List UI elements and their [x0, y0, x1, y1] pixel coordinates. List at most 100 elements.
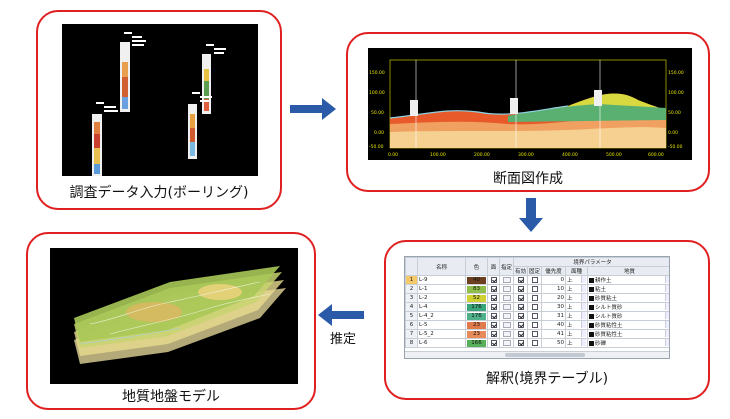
row-priority[interactable]: 0: [541, 275, 566, 285]
row-valid[interactable]: [513, 329, 528, 339]
row-name[interactable]: L-6: [417, 338, 466, 348]
row-number[interactable]: 8: [405, 338, 418, 348]
row-name[interactable]: L-4_2: [417, 311, 466, 321]
color-swatch[interactable]: 166: [467, 339, 486, 347]
row-geology[interactable]: 砂質粘性土: [586, 320, 669, 330]
row-fixed[interactable]: [527, 293, 542, 303]
color-swatch[interactable]: 83: [467, 285, 486, 293]
color-swatch[interactable]: 23: [467, 321, 486, 329]
row-face[interactable]: [487, 338, 500, 348]
col-header-face-type[interactable]: 面種: [565, 266, 588, 276]
row-name[interactable]: L-1: [417, 284, 466, 294]
row-number[interactable]: 2: [405, 284, 418, 294]
col-header-priority[interactable]: 優先度: [541, 266, 566, 276]
row-priority[interactable]: 41: [541, 329, 566, 339]
col-header-valid[interactable]: 有効: [513, 266, 528, 276]
row-fixed[interactable]: [527, 329, 542, 339]
row-geology[interactable]: 砂質粘性土: [586, 329, 669, 339]
valid-checkbox[interactable]: [517, 294, 524, 301]
row-face[interactable]: [487, 293, 500, 303]
row-priority[interactable]: 10: [541, 284, 566, 294]
row-valid[interactable]: [513, 284, 528, 294]
row-specify[interactable]: [499, 329, 514, 339]
row-color[interactable]: 23: [465, 329, 488, 339]
row-geology[interactable]: シルト質砂: [586, 311, 669, 321]
row-valid[interactable]: [513, 302, 528, 312]
col-header-face[interactable]: 面: [487, 257, 500, 276]
row-valid[interactable]: [513, 320, 528, 330]
row-number[interactable]: 4: [405, 302, 418, 312]
row-face-type[interactable]: 上: [565, 311, 588, 321]
row-priority[interactable]: 30: [541, 302, 566, 312]
row-face-type[interactable]: 上: [565, 329, 588, 339]
row-face[interactable]: [487, 302, 500, 312]
row-geology[interactable]: シルト質砂: [586, 302, 669, 312]
dropdown-arrow-icon[interactable]: [581, 321, 586, 328]
horizontal-scrollbar[interactable]: [405, 351, 669, 358]
model-viewer[interactable]: [50, 248, 298, 384]
specify-button[interactable]: [502, 312, 511, 319]
specify-button[interactable]: [502, 285, 511, 292]
specify-button[interactable]: [502, 276, 511, 283]
row-priority[interactable]: 40: [541, 320, 566, 330]
specify-button[interactable]: [502, 321, 511, 328]
row-color[interactable]: 23: [465, 320, 488, 330]
col-header-geology[interactable]: 地質: [586, 266, 669, 276]
row-specify[interactable]: [499, 284, 514, 294]
dropdown-arrow-icon[interactable]: [665, 285, 669, 292]
valid-checkbox[interactable]: [517, 303, 524, 310]
valid-checkbox[interactable]: [517, 285, 524, 292]
row-specify[interactable]: [499, 302, 514, 312]
face-checkbox[interactable]: [490, 294, 497, 301]
row-name[interactable]: L-5_2: [417, 329, 466, 339]
row-color[interactable]: 166: [465, 338, 488, 348]
face-checkbox[interactable]: [490, 276, 497, 283]
scrollbar-thumb[interactable]: [505, 353, 585, 357]
row-specify[interactable]: [499, 275, 514, 285]
valid-checkbox[interactable]: [517, 276, 524, 283]
row-face[interactable]: [487, 329, 500, 339]
row-number[interactable]: 3: [405, 293, 418, 303]
row-specify[interactable]: [499, 293, 514, 303]
dropdown-arrow-icon[interactable]: [581, 339, 586, 346]
row-fixed[interactable]: [527, 275, 542, 285]
valid-checkbox[interactable]: [517, 321, 524, 328]
row-name[interactable]: L-2: [417, 293, 466, 303]
face-checkbox[interactable]: [490, 312, 497, 319]
color-swatch[interactable]: 176: [467, 303, 486, 311]
dropdown-arrow-icon[interactable]: [665, 330, 669, 337]
dropdown-arrow-icon[interactable]: [581, 330, 586, 337]
dropdown-arrow-icon[interactable]: [581, 303, 586, 310]
row-name[interactable]: L-5: [417, 320, 466, 330]
row-fixed[interactable]: [527, 284, 542, 294]
row-face[interactable]: [487, 284, 500, 294]
color-swatch[interactable]: 176: [467, 312, 486, 320]
valid-checkbox[interactable]: [517, 339, 524, 346]
row-priority[interactable]: 31: [541, 311, 566, 321]
row-name[interactable]: L-9: [417, 275, 466, 285]
row-number[interactable]: 1: [405, 275, 418, 285]
row-valid[interactable]: [513, 293, 528, 303]
row-specify[interactable]: [499, 338, 514, 348]
row-geology[interactable]: 耕作土: [586, 275, 669, 285]
row-face-type[interactable]: 上: [565, 293, 588, 303]
row-number[interactable]: 7: [405, 329, 418, 339]
col-header-fixed[interactable]: 固定: [527, 266, 542, 276]
row-valid[interactable]: [513, 338, 528, 348]
dropdown-arrow-icon[interactable]: [665, 303, 669, 310]
face-checkbox[interactable]: [490, 285, 497, 292]
row-fixed[interactable]: [527, 311, 542, 321]
boring-viewer[interactable]: [62, 24, 258, 176]
row-number[interactable]: 6: [405, 320, 418, 330]
row-face-type[interactable]: 上: [565, 302, 588, 312]
dropdown-arrow-icon[interactable]: [665, 312, 669, 319]
